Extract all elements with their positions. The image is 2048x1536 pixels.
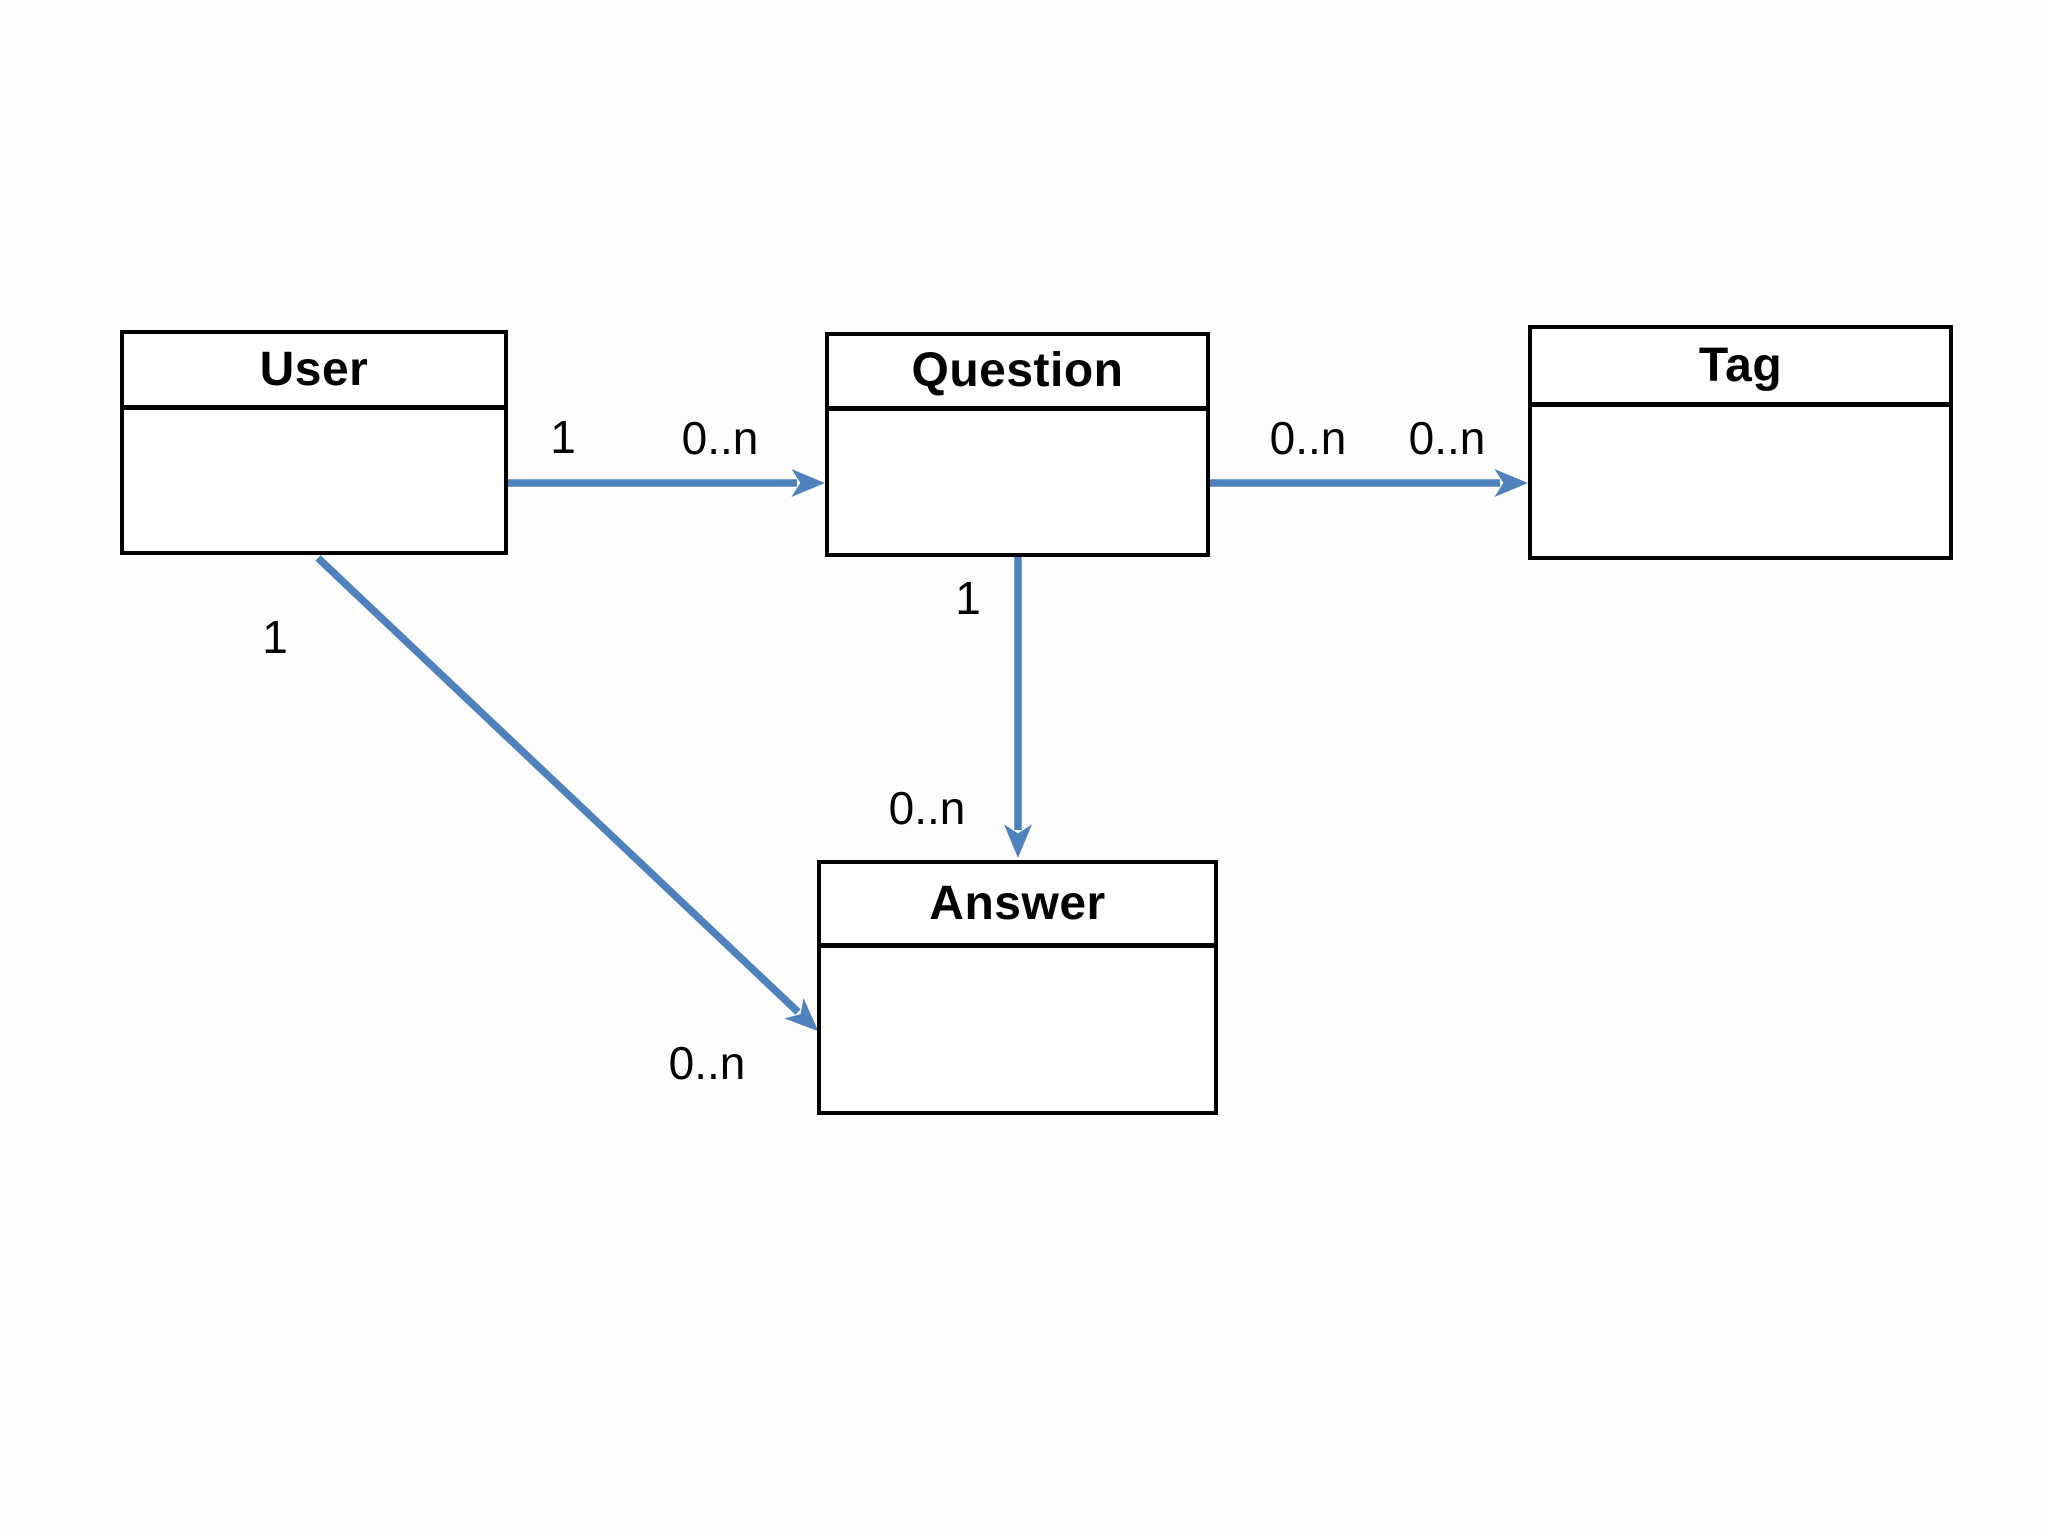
entity-body-tag xyxy=(1532,407,1949,556)
entity-body-user xyxy=(124,410,504,551)
multiplicity-user-answer-to: 0..n xyxy=(668,1037,746,1089)
entity-box-answer: Answer xyxy=(817,860,1218,1115)
arrow-user-answer xyxy=(315,555,819,1032)
multiplicity-user-question-from: 1 xyxy=(550,411,576,463)
multiplicity-question-answer-from: 1 xyxy=(955,572,981,624)
entity-title-tag: Tag xyxy=(1532,329,1949,407)
entity-title-user: User xyxy=(124,334,504,410)
entity-body-question xyxy=(829,411,1206,553)
multiplicity-question-tag-from: 0..n xyxy=(1269,412,1347,464)
entity-title-answer: Answer xyxy=(821,864,1214,948)
multiplicity-question-answer-to: 0..n xyxy=(888,782,966,834)
entity-box-user: User xyxy=(120,330,508,555)
multiplicity-question-tag-to: 0..n xyxy=(1408,412,1486,464)
entity-title-question: Question xyxy=(829,336,1206,411)
entity-body-answer xyxy=(821,948,1214,1111)
multiplicity-user-question-to: 0..n xyxy=(681,412,759,464)
multiplicity-user-answer-from: 1 xyxy=(262,611,288,663)
entity-box-tag: Tag xyxy=(1528,325,1953,560)
entity-box-question: Question xyxy=(825,332,1210,557)
